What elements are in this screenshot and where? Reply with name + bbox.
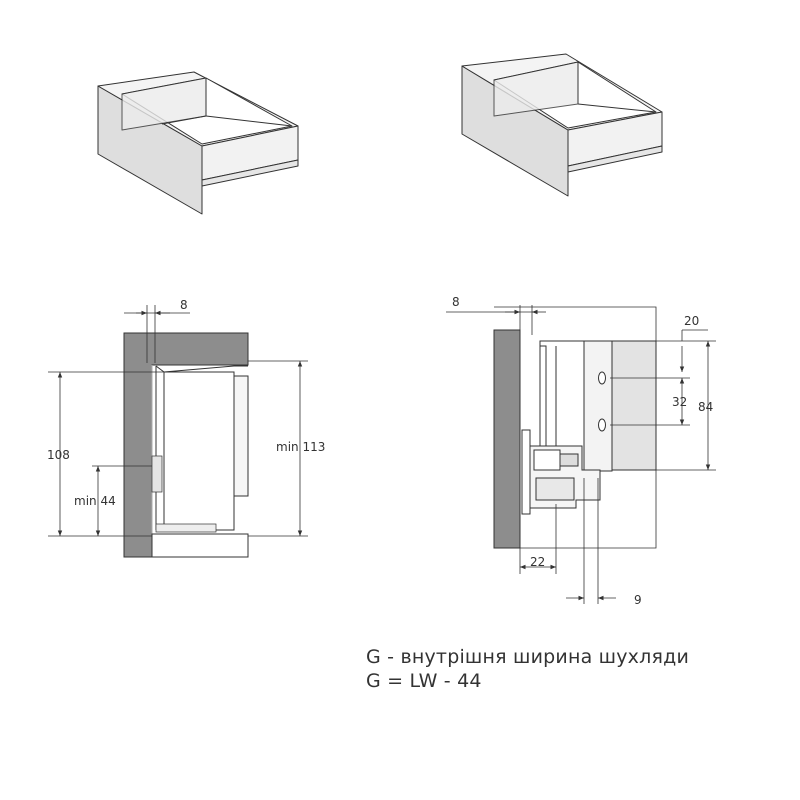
dim-label-right-top-left: 8: [452, 295, 460, 309]
dim-label-right-total-height: 84: [698, 400, 713, 414]
drawer-illustration-left: [97, 71, 299, 215]
caption-line-2: G = LW - 44: [366, 670, 482, 692]
dimensions-left: [48, 305, 308, 537]
dim-label-right-bottom-left: 22: [530, 555, 545, 569]
dimensions-right: [446, 305, 716, 604]
dim-label-left-top: 8: [180, 298, 188, 312]
dim-label-right-hole-spacing: 32: [672, 395, 687, 409]
drawer-illustration-right: [461, 53, 663, 197]
dim-label-right-top-right: 20: [684, 314, 699, 328]
dim-label-left-min-right: min 113: [276, 440, 325, 454]
dim-label-left-height: 108: [47, 448, 70, 462]
dim-label-left-min-bottom: min 44: [74, 494, 116, 508]
side-section-right: [493, 306, 657, 549]
dim-label-right-bottom-right: 9: [634, 593, 642, 607]
caption-line-1: G - внутрішня ширина шухляди: [366, 646, 689, 668]
side-section-left: [123, 332, 249, 558]
